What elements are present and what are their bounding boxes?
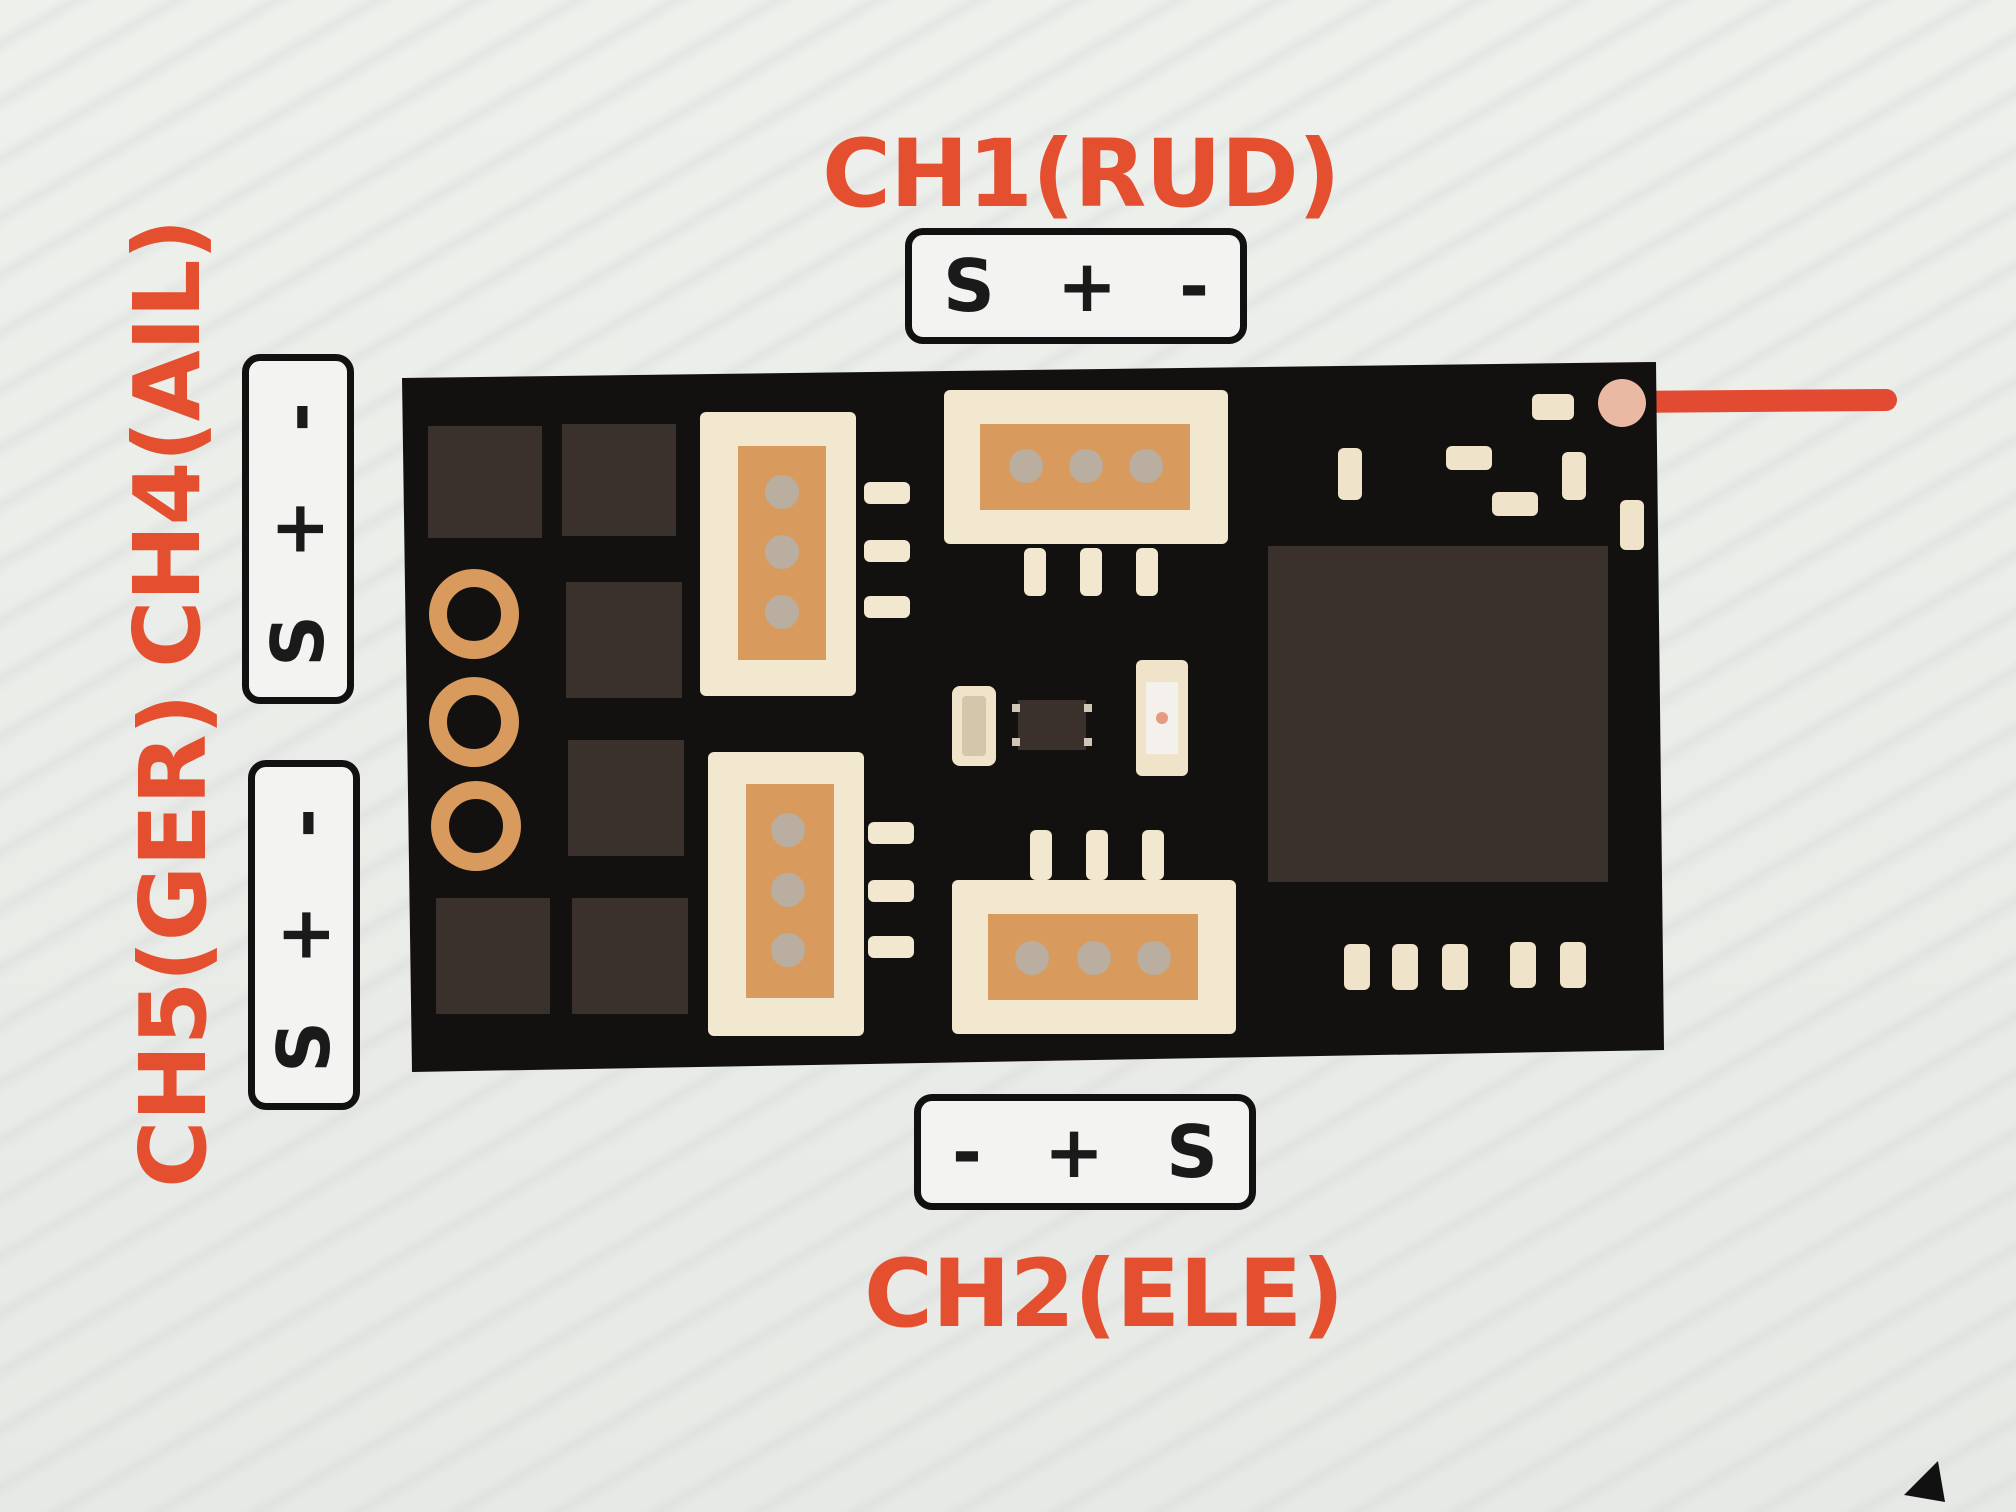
ch1-smd-lead — [1024, 548, 1046, 596]
ch1-smd-lead — [1136, 548, 1158, 596]
ch2-pin-negative: - — [951, 1110, 982, 1194]
antenna-wire — [1609, 389, 1897, 413]
square-pad — [428, 426, 542, 538]
smd-component — [1446, 446, 1492, 470]
smd-component — [1562, 452, 1586, 500]
ch4-smd-lead — [864, 540, 910, 562]
ch5-connector-pin — [771, 873, 805, 907]
smd-component — [1620, 500, 1644, 550]
ch5-pin-header: S + - — [248, 760, 360, 1110]
small-ic-lead — [1012, 704, 1020, 712]
small-ic-lead — [1084, 704, 1092, 712]
ch5-smd-lead — [868, 936, 914, 958]
ch5-smd-lead — [868, 822, 914, 844]
square-pad — [566, 582, 682, 698]
ch1-pin-header: S + - — [905, 228, 1247, 344]
ch5-connector-pin — [771, 813, 805, 847]
smd-component — [1492, 492, 1538, 516]
ch1-connector-pin — [1009, 449, 1043, 483]
through-hole-pad — [429, 677, 519, 767]
smd-component — [1560, 942, 1586, 988]
ch1-label: CH1(RUD) — [822, 120, 1341, 229]
small-ic — [1018, 700, 1086, 750]
ch2-pin-header: - + S — [914, 1094, 1256, 1210]
ch2-pin-signal: S — [1166, 1110, 1218, 1194]
ch2-connector-pin — [1137, 941, 1171, 975]
square-pad — [572, 898, 688, 1014]
through-hole-pad — [431, 781, 521, 871]
ch1-connector-pin — [1129, 449, 1163, 483]
ch1-pin-signal: S — [942, 244, 995, 328]
ch2-label: CH2(ELE) — [864, 1240, 1344, 1349]
small-ic-lead — [1012, 738, 1020, 746]
ch1-smd-lead — [1080, 548, 1102, 596]
small-ic-lead — [1084, 738, 1092, 746]
ch1-pin-positive: + — [1056, 244, 1118, 328]
antenna-pad — [1598, 379, 1646, 427]
square-pad — [436, 898, 550, 1014]
ch1-connector-pin — [1069, 449, 1103, 483]
ch4-connector-pin — [765, 475, 799, 509]
ch4-smd-lead — [864, 482, 910, 504]
smd-component — [1442, 944, 1468, 990]
ch2-pin-positive: + — [1043, 1110, 1105, 1194]
ch5-connector-pin — [771, 933, 805, 967]
ch2-connector-pin — [1077, 941, 1111, 975]
smd-component — [1510, 942, 1536, 988]
center-capacitor-body — [962, 696, 986, 756]
smd-component — [1392, 944, 1418, 990]
square-pad — [562, 424, 676, 536]
ch4-connector-pin — [765, 535, 799, 569]
main-chip — [1268, 546, 1608, 882]
smd-component — [1338, 448, 1362, 500]
ch4-pin-header: S + - — [242, 354, 354, 704]
smd-component — [1344, 944, 1370, 990]
ch1-pin-negative: - — [1179, 244, 1209, 328]
through-hole-pad — [429, 569, 519, 659]
ch4-smd-lead — [864, 596, 910, 618]
ch2-connector-pin — [1015, 941, 1049, 975]
ch2-smd-lead — [1142, 830, 1164, 880]
ch2-smd-lead — [1086, 830, 1108, 880]
square-pad — [568, 740, 684, 856]
ch4-connector-pin — [765, 595, 799, 629]
ch2-smd-lead — [1030, 830, 1052, 880]
status-led-dot — [1156, 712, 1168, 724]
smd-component — [1532, 394, 1574, 420]
ch5-smd-lead — [868, 880, 914, 902]
